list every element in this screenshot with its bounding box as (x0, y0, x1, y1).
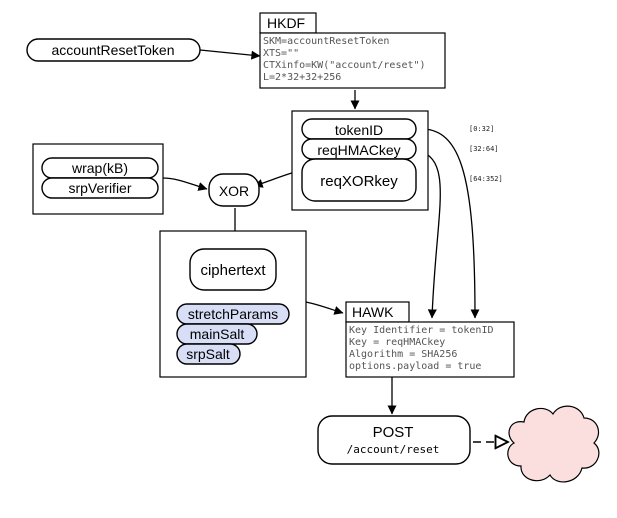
wrap-verifier-group: wrap(kB) srpVerifier (32, 143, 164, 215)
edge-ciphertext-to-hawk (305, 301, 344, 315)
hawk-line-algorithm: Algorithm = SHA256 (349, 349, 457, 360)
edge-tokenid-to-hawk (414, 128, 480, 319)
req-hmac-key-label: reqHMACkey (317, 142, 400, 158)
req-xor-key-pill (301, 158, 417, 202)
hkdf-line-length: L=2*32+32+256 (263, 72, 341, 83)
ciphertext-group: ciphertext stretchParams mainSalt srpSal… (159, 230, 307, 378)
srp-verifier-pill (41, 177, 159, 199)
ciphertext-pill (189, 248, 277, 291)
hkdf-title: HKDF (267, 15, 305, 31)
range-token-id: [0:32] (469, 125, 494, 133)
hkdf-line-ctxinfo: CTXinfo=KW("account/reset") (263, 60, 426, 71)
hawk-node: HAWK Key Identifier = tokenID Key = reqH… (345, 301, 515, 378)
ciphertext-label: ciphertext (200, 262, 266, 279)
srp-salt-label: srpSalt (186, 346, 230, 362)
hawk-line-key-identifier: Key Identifier = tokenID (349, 325, 494, 336)
main-salt-label: mainSalt (190, 326, 245, 342)
account-reset-token-label: accountResetToken (52, 42, 175, 58)
post-path: /account/reset (347, 443, 440, 456)
hawk-line-payload: options.payload = true (349, 361, 481, 372)
range-req-xor-key: [64:352] (469, 175, 503, 183)
range-req-hmac-key: [32:64] (469, 145, 499, 153)
token-id-label: tokenID (335, 122, 383, 138)
derived-keys-group: tokenID reqHMACkey reqXORkey (291, 110, 429, 211)
srp-verifier-label: srpVerifier (68, 180, 131, 196)
edge-wrap-to-xor (161, 177, 208, 191)
post-node: POST /account/reset (317, 415, 471, 465)
hawk-line-key: Key = reqHMACkey (349, 337, 445, 348)
req-xor-key-label: reqXORkey (320, 173, 398, 190)
hkdf-line-skm: SKM=accountResetToken (263, 36, 389, 47)
hkdf-node: HKDF SKM=accountResetToken XTS="" CTXinf… (259, 12, 446, 89)
srp-salt-pill (176, 343, 241, 365)
server-cloud-icon (507, 405, 600, 483)
wrap-kb-label: wrap(kB) (71, 160, 128, 176)
account-reset-token-node: accountResetToken (26, 38, 201, 62)
hkdf-line-xts: XTS="" (263, 48, 299, 59)
hawk-title: HAWK (352, 304, 394, 320)
xor-node: XOR (208, 173, 260, 207)
byte-ranges: [0:32] [32:64] [64:352] (469, 125, 503, 183)
edge-token-to-hkdf (199, 49, 261, 60)
stretch-params-label: stretchParams (188, 306, 278, 322)
post-title: POST (373, 424, 414, 441)
xor-label: XOR (219, 183, 249, 199)
